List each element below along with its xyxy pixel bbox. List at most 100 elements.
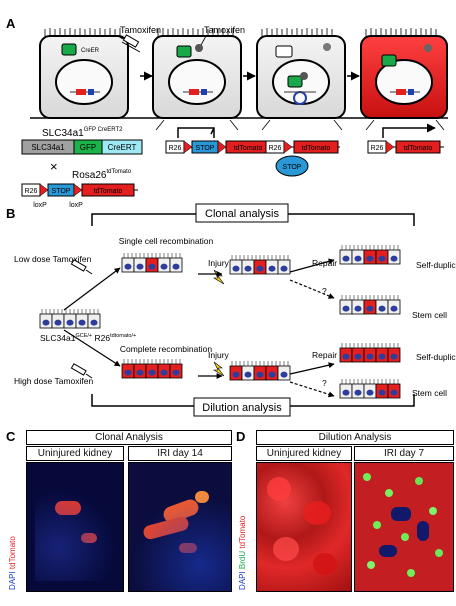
tamoxifen-free	[323, 43, 331, 51]
dilution-title: Dilution analysis	[202, 402, 282, 414]
creer-in-nucleus	[287, 75, 303, 88]
syringe-low	[70, 259, 93, 275]
epithelium-stem-top	[339, 295, 401, 315]
creer-protein-1	[61, 43, 77, 56]
mouse-line-2: Rosa26tdTomato	[72, 169, 132, 181]
injury-label-bottom: Injury	[208, 350, 230, 360]
reporter-construct-3: R26 tdTomato STOP	[265, 140, 340, 177]
loxp-right: loxP	[69, 202, 83, 209]
c-uninjured-image	[26, 462, 124, 592]
nucleus-1	[55, 59, 113, 105]
d-iri-image	[354, 462, 454, 592]
empty-protein	[275, 45, 293, 58]
mouse-genotype: SLC34a1GCE/+ R26tdtomato/+	[40, 333, 136, 343]
arrow-repair-bottom	[289, 362, 335, 375]
svg-text:tdTomato: tdTomato	[302, 145, 331, 152]
panel-c-letter: C	[6, 429, 16, 444]
reporter-construct-left: R26 STOP tdTomato loxP loxP	[21, 183, 138, 209]
dilution-analysis-header: Dilution Analysis	[256, 430, 454, 445]
epithelium-start	[39, 309, 101, 329]
arrow-repair-top	[289, 258, 335, 273]
clonal-title: Clonal analysis	[205, 208, 279, 220]
c-side-label: DAPI tdTomato	[8, 536, 17, 590]
panel-d-letter: D	[236, 429, 245, 444]
epithelium-single	[121, 253, 183, 273]
zoom-lines	[155, 119, 445, 131]
epithelium-selfdup-top	[339, 245, 401, 265]
svg-text:tdTomato: tdTomato	[94, 188, 123, 195]
syringe-icon	[117, 34, 141, 53]
creer-protein-4	[381, 54, 397, 67]
tamoxifen-molecule-label: Tamoxifen	[204, 25, 245, 35]
c-right-header: IRI day 14	[128, 446, 232, 461]
c-left-header: Uninjured kidney	[26, 446, 124, 461]
svg-text:tdTomato: tdTomato	[404, 145, 433, 152]
panel-a-letter: A	[6, 16, 16, 31]
self-dup-bottom: Self-duplication	[416, 352, 456, 362]
brush-border-row	[44, 28, 437, 37]
d-right-header: IRI day 7	[354, 446, 454, 461]
dna-4	[390, 89, 420, 95]
cross-symbol: ×	[50, 159, 58, 174]
dilution-title-box	[193, 397, 291, 417]
reporter-construct-2: R26 STOP tdTomato	[165, 127, 272, 154]
tamoxifen-molecule	[195, 44, 203, 52]
question-top: ?	[322, 286, 327, 296]
svg-text:CreERT: CreERT	[108, 143, 137, 152]
high-dose-label: High dose Tamoxifen	[14, 376, 93, 386]
epithelium-injured-top	[229, 255, 291, 275]
tamoxifen-in-nucleus	[300, 72, 308, 80]
creer-label: CreER	[81, 48, 100, 54]
d-left-header: Uninjured kidney	[256, 446, 352, 461]
lightning-icon-bottom	[212, 361, 225, 377]
svg-text:GFP: GFP	[80, 143, 96, 152]
single-cell-label-1: Single cell recombination	[119, 236, 214, 246]
excised-stop-label: STOP	[283, 164, 302, 171]
nucleus-2	[168, 59, 226, 105]
arrow-high-dose	[63, 329, 121, 367]
arrow-low-dose	[63, 267, 121, 311]
excised-loop	[275, 155, 309, 177]
epithelium-injured-bottom	[229, 361, 291, 381]
tamoxifen-4	[424, 44, 432, 52]
svg-text:tdTomato: tdTomato	[234, 145, 263, 152]
self-dup-top: Self-duplication	[416, 260, 456, 270]
epithelia-group	[39, 245, 401, 399]
clonal-analysis-header: Clonal Analysis	[26, 430, 232, 445]
tamoxifen-pointer	[200, 35, 207, 46]
dna-1	[70, 89, 100, 95]
lightning-icon-top	[212, 269, 225, 285]
c-iri-image	[128, 462, 232, 592]
mouse-line-1: SLC34a1GFP CreERT2	[42, 127, 123, 139]
svg-text:SLC34a1: SLC34a1	[31, 143, 65, 152]
repair-label-bottom: Repair	[312, 350, 337, 360]
arrow-stem-top	[289, 279, 335, 299]
svg-text:R26: R26	[269, 145, 282, 152]
svg-text:R26: R26	[169, 145, 182, 152]
d-side-label: DAPI BrdU tdTomato	[238, 515, 247, 590]
svg-text:STOP: STOP	[52, 188, 71, 195]
stem-cell-top: Stem cell	[412, 310, 447, 320]
gene-construct: SLC34a1 GFP CreERT	[21, 139, 143, 155]
tamoxifen-arrow-label: Tamoxifen	[120, 25, 161, 35]
stem-cell-bottom: Stem cell	[412, 388, 447, 398]
arrow-stem-bottom	[289, 381, 335, 398]
low-dose-label: Low dose Tamoxifen	[14, 254, 92, 264]
question-bottom: ?	[322, 378, 327, 388]
injury-label-top: Injury	[208, 258, 230, 268]
d-uninjured-image	[256, 462, 352, 592]
svg-text:R26: R26	[25, 188, 38, 195]
svg-text:R26: R26	[371, 145, 384, 152]
syringe-high	[70, 363, 93, 379]
loxp-left: loxP	[33, 202, 47, 209]
creer-protein-2	[176, 45, 192, 58]
complete-label: Complete recombination	[120, 344, 212, 354]
dna-2	[183, 89, 213, 95]
panel-b-letter: B	[6, 206, 15, 221]
epithelium-stem-bottom	[339, 379, 401, 399]
clonal-title-box	[195, 203, 289, 223]
epithelium-selfdup-bottom	[339, 343, 401, 363]
epithelium-complete	[121, 359, 183, 379]
svg-text:STOP: STOP	[196, 145, 215, 152]
